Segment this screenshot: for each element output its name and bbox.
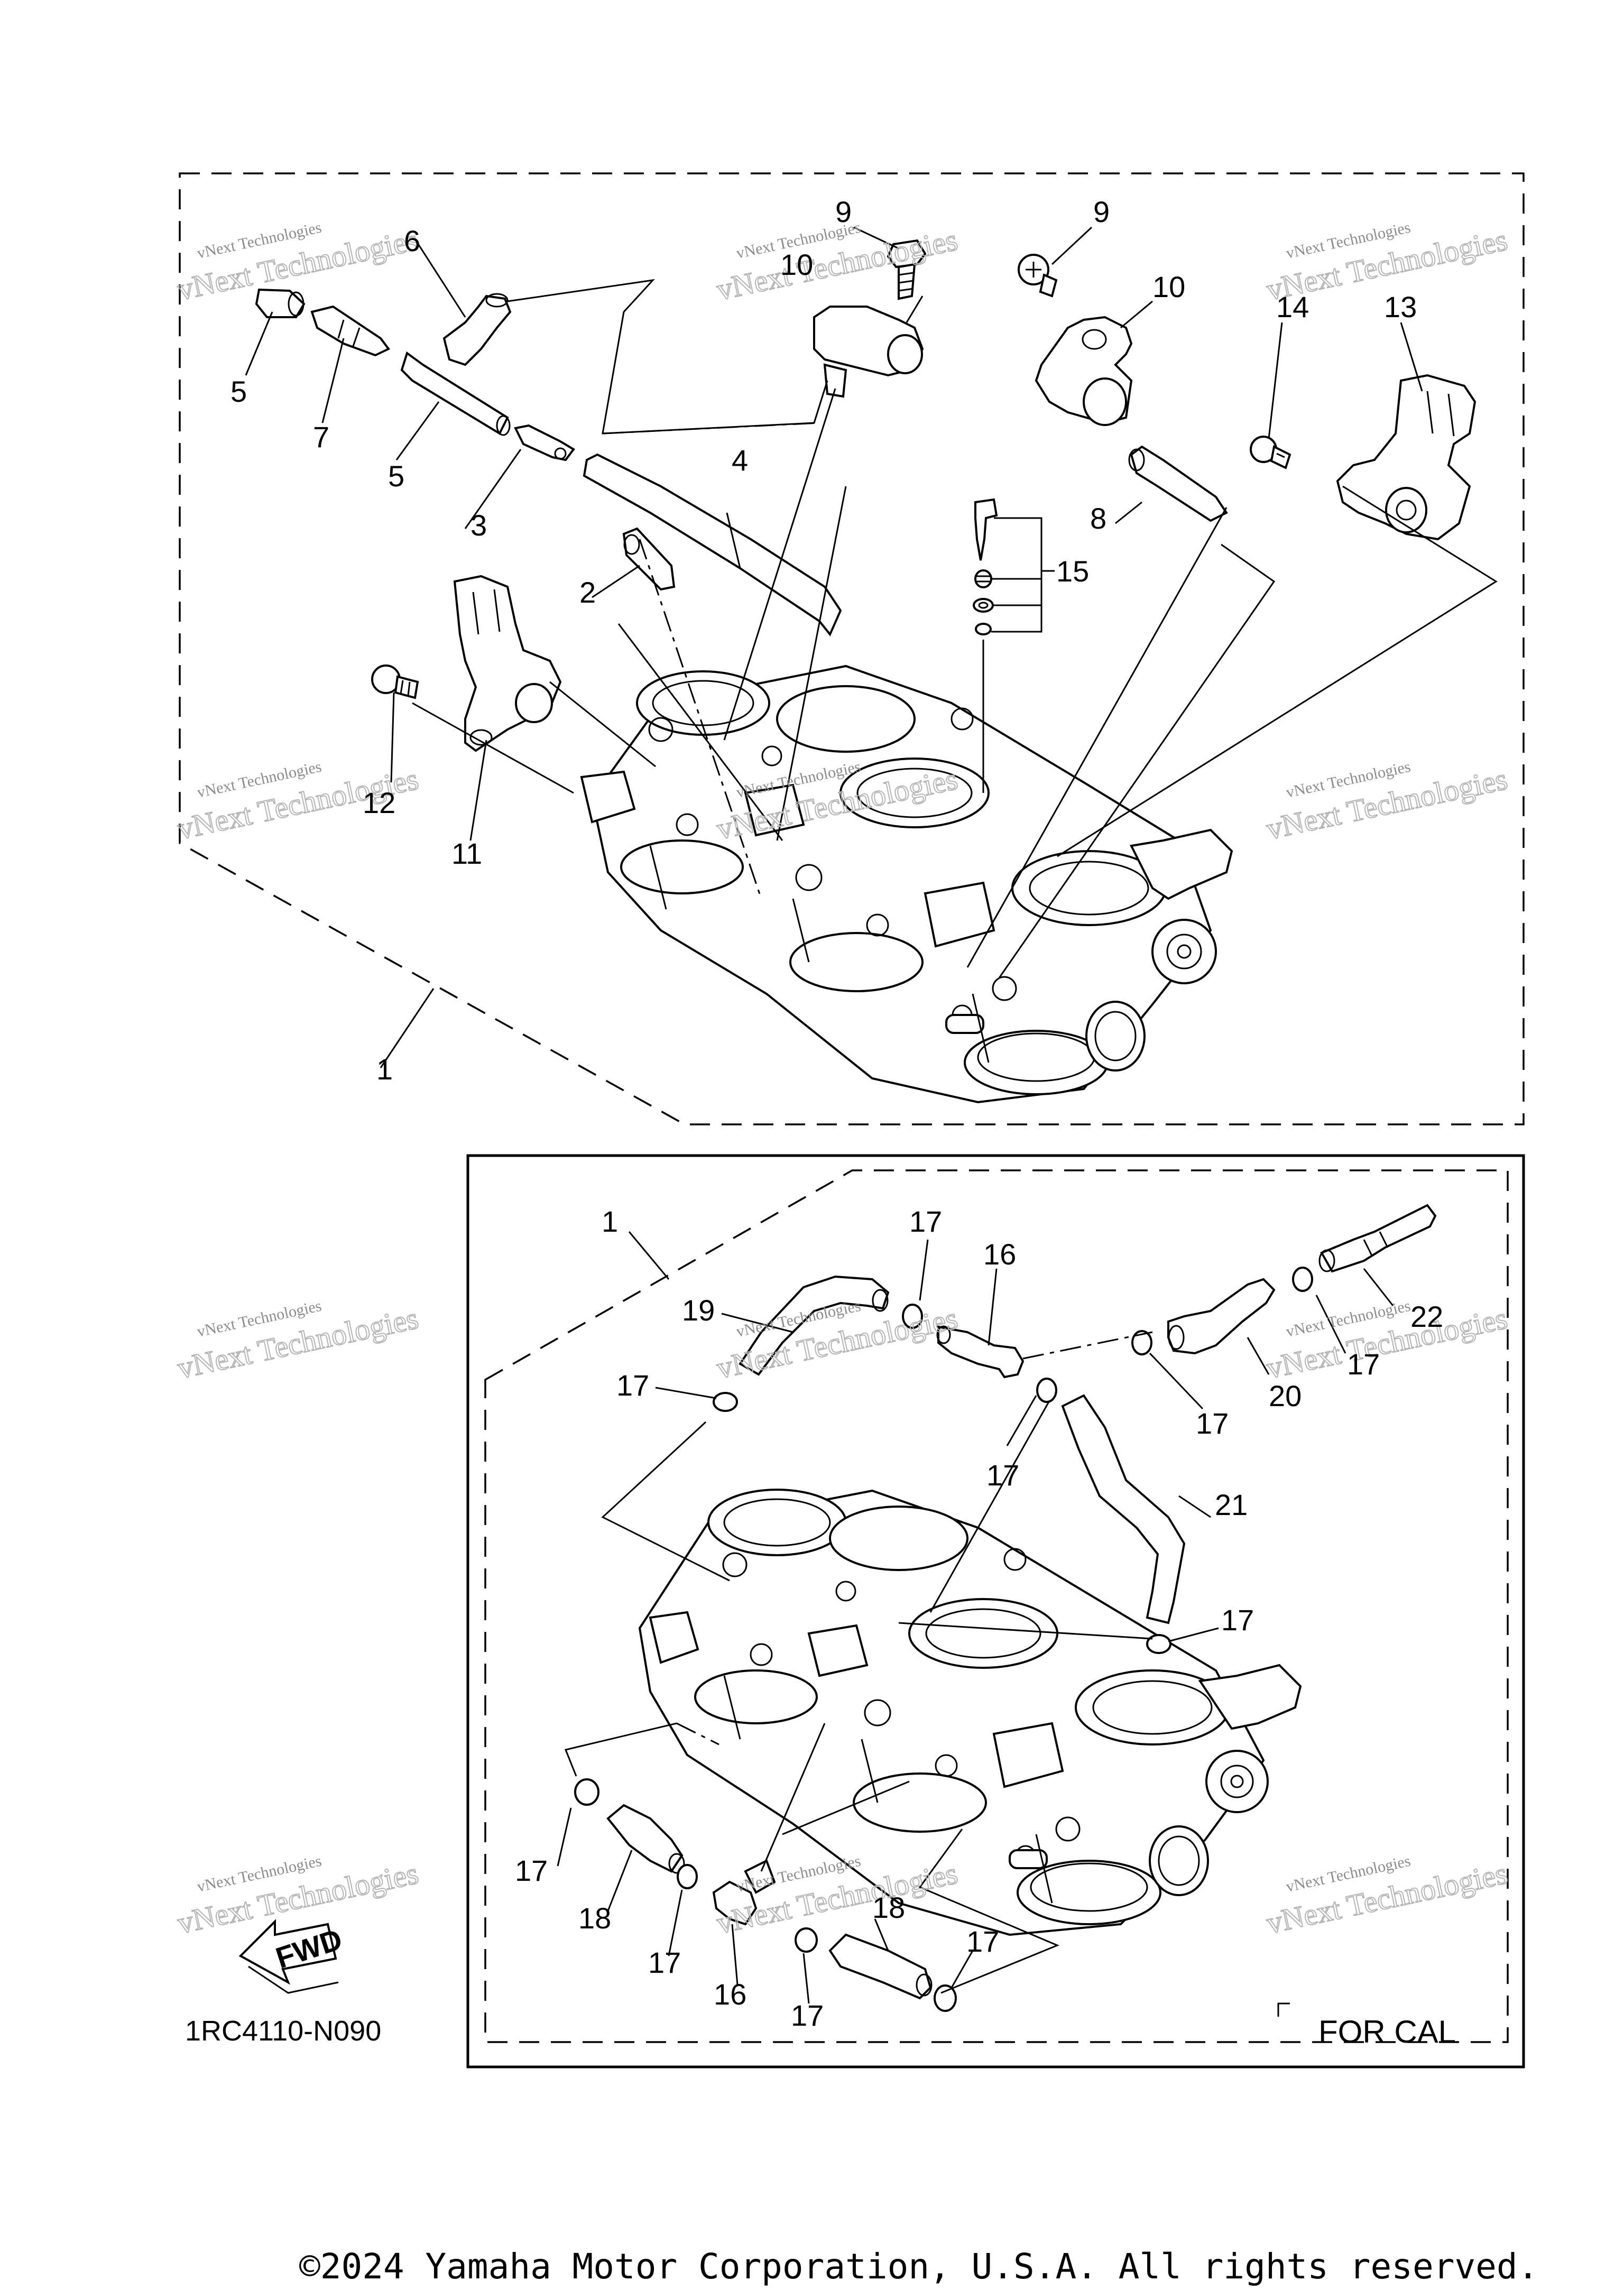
callout-7[interactable]: 7 bbox=[313, 420, 329, 454]
callout-12[interactable]: 12 bbox=[363, 786, 395, 819]
callout-18[interactable]: 18 bbox=[872, 1891, 905, 1924]
callout-17[interactable]: 17 bbox=[791, 1999, 824, 2032]
part-21-hose bbox=[1061, 1394, 1186, 1624]
callout-17[interactable]: 17 bbox=[1347, 1347, 1380, 1381]
throttle-body-assembly-upper bbox=[580, 664, 1233, 1104]
callout-17[interactable]: 17 bbox=[966, 1925, 999, 1958]
callout-5[interactable]: 5 bbox=[230, 375, 247, 408]
part-19-hose bbox=[739, 1275, 890, 1376]
callout-16[interactable]: 16 bbox=[714, 1978, 746, 2011]
part-8-hose bbox=[1128, 445, 1228, 522]
callout-17[interactable]: 17 bbox=[909, 1205, 942, 1238]
callout-13[interactable]: 13 bbox=[1384, 290, 1417, 324]
part-18-hose-left bbox=[606, 1804, 685, 1874]
lower-leader-lines bbox=[557, 1231, 1394, 2004]
part-5-hose bbox=[400, 351, 511, 436]
part-12-bolt bbox=[371, 664, 419, 699]
callout-14[interactable]: 14 bbox=[1276, 290, 1309, 324]
callout-3[interactable]: 3 bbox=[470, 509, 487, 542]
callout-1[interactable]: 1 bbox=[376, 1052, 393, 1086]
callout-19[interactable]: 19 bbox=[682, 1294, 715, 1327]
callout-2[interactable]: 2 bbox=[579, 576, 596, 609]
callout-17[interactable]: 17 bbox=[616, 1369, 649, 1402]
callout-17[interactable]: 17 bbox=[986, 1458, 1019, 1492]
callout-8[interactable]: 8 bbox=[1090, 502, 1106, 535]
part-2-hose bbox=[622, 527, 676, 591]
lower-connection-lines bbox=[564, 1331, 1153, 1994]
upper-leader-lines bbox=[245, 226, 1423, 1068]
part-14-bolt bbox=[1250, 436, 1291, 469]
for-cal-label-group: FOR CAL bbox=[1277, 2002, 1456, 2049]
part-6-elbow-hose bbox=[442, 293, 512, 366]
part-7-joint bbox=[310, 305, 391, 357]
part-18-hose-center bbox=[828, 1933, 933, 2000]
part-22-fitting bbox=[1318, 1204, 1437, 1273]
part-10-sensor-right bbox=[1035, 316, 1133, 426]
callout-6[interactable]: 6 bbox=[404, 224, 420, 257]
part-13-sensor bbox=[1336, 374, 1477, 541]
copyright-text: ©2024 Yamaha Motor Corporation, U.S.A. A… bbox=[299, 2246, 1538, 2287]
callout-17[interactable]: 17 bbox=[515, 1854, 548, 1887]
reference-numbers-lower: 1 17 16 19 22 17 17 17 20 17 21 17 17 18… bbox=[515, 1205, 1443, 2032]
for-cal-label: FOR CAL bbox=[1318, 2014, 1456, 2049]
callout-16[interactable]: 16 bbox=[983, 1238, 1016, 1271]
callout-9[interactable]: 9 bbox=[835, 195, 852, 228]
callout-5[interactable]: 5 bbox=[388, 459, 404, 493]
callout-1[interactable]: 1 bbox=[602, 1205, 618, 1238]
reference-numbers-upper: 9 9 6 10 10 14 13 5 7 5 4 3 8 15 2 12 11… bbox=[230, 195, 1417, 1086]
lower-for-cal-box bbox=[466, 1154, 1525, 2069]
upper-connection-lines bbox=[412, 279, 1498, 978]
part-4-hose bbox=[583, 453, 842, 636]
fwd-arrow-icon: FWD bbox=[238, 1919, 346, 1994]
callout-15[interactable]: 15 bbox=[1056, 555, 1089, 588]
callout-17[interactable]: 17 bbox=[648, 1946, 681, 1979]
callout-11[interactable]: 11 bbox=[451, 837, 482, 870]
part-17-clamps bbox=[574, 1267, 1313, 2012]
upper-assembly-boundary bbox=[179, 172, 1525, 1125]
throttle-body-assembly-lower bbox=[638, 1489, 1302, 1936]
part-15-screw-set bbox=[973, 498, 998, 635]
part-3-fitting bbox=[514, 424, 575, 461]
part-9-bolt-right bbox=[1018, 254, 1058, 298]
diagram-code: 1RC4110-N090 bbox=[185, 2015, 381, 2047]
callout-22[interactable]: 22 bbox=[1410, 1300, 1443, 1333]
callout-9[interactable]: 9 bbox=[1093, 195, 1110, 228]
callout-4[interactable]: 4 bbox=[732, 444, 748, 477]
part-20-hose bbox=[1167, 1278, 1276, 1355]
part-10-sensor-center bbox=[813, 306, 924, 398]
callout-10[interactable]: 10 bbox=[780, 248, 813, 281]
callout-17[interactable]: 17 bbox=[1196, 1407, 1229, 1440]
callout-17[interactable]: 17 bbox=[1221, 1603, 1254, 1637]
callout-18[interactable]: 18 bbox=[578, 1901, 611, 1935]
part-5-cap bbox=[255, 288, 306, 318]
callout-10[interactable]: 10 bbox=[1152, 270, 1185, 303]
callout-20[interactable]: 20 bbox=[1269, 1379, 1302, 1412]
part-11-sensor bbox=[453, 575, 562, 752]
part-16-fitting-lower bbox=[712, 1859, 776, 1926]
callout-21[interactable]: 21 bbox=[1215, 1488, 1248, 1521]
